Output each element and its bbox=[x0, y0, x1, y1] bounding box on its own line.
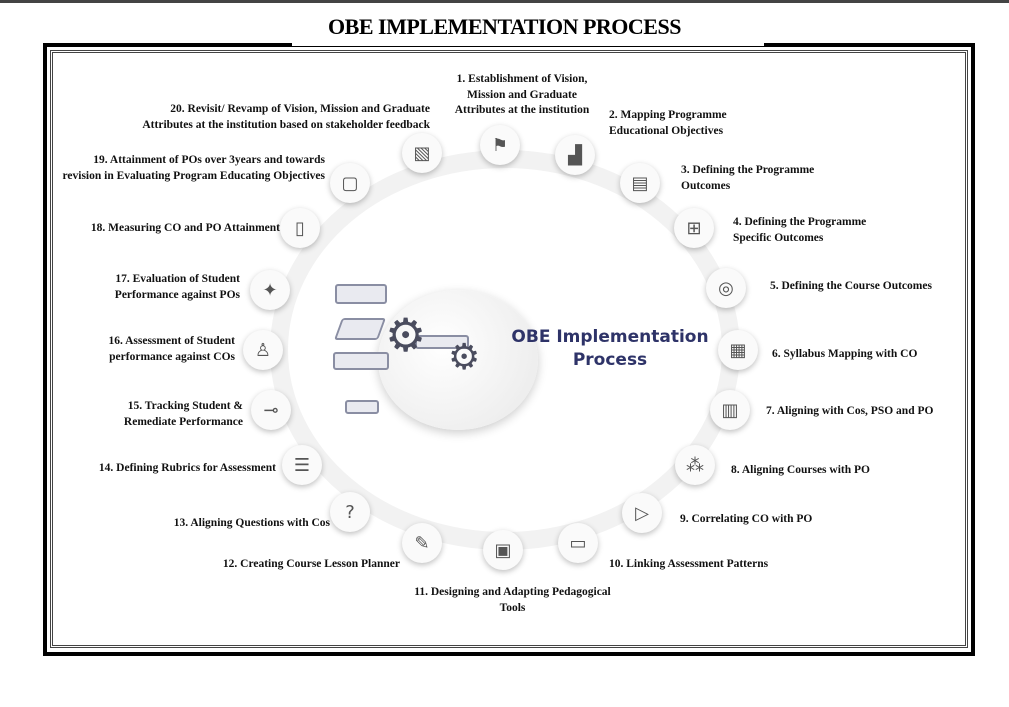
page-title: OBE IMPLEMENTATION PROCESS bbox=[328, 14, 681, 39]
step-label-12: 12. Creating Course Lesson Planner bbox=[222, 558, 400, 570]
presentation-icon: ▤ bbox=[620, 163, 660, 203]
frame-gap bbox=[292, 41, 764, 46]
step-label-10: 10. Linking Assessment Patterns bbox=[609, 558, 769, 570]
step-label-4: 4. Defining the Programme Specific Outco… bbox=[733, 216, 867, 244]
top-rule bbox=[0, 0, 1009, 3]
step-label-17: 17. Evaluation of Student Performance ag… bbox=[114, 273, 240, 301]
step-label-3: 3. Defining the Programme Outcomes bbox=[681, 164, 815, 192]
group-board-icon: ♙ bbox=[243, 330, 283, 370]
step-label-14: 14. Defining Rubrics for Assessment bbox=[98, 462, 276, 474]
flowchart-box bbox=[333, 352, 389, 370]
graduation-book-icon: ▦ bbox=[718, 330, 758, 370]
step-label-18: 18. Measuring CO and PO Attainment bbox=[90, 222, 280, 234]
tracking-icon: ⊸ bbox=[251, 390, 291, 430]
group-rating-icon: ✦ bbox=[250, 270, 290, 310]
step-label-11: 11. Designing and Adapting Pedagogical T… bbox=[414, 586, 611, 614]
device-icon: ▣ bbox=[483, 530, 523, 570]
step-label-19: 19. Attainment of POs over 3years and to… bbox=[62, 154, 325, 182]
step-label-8: 8. Aligning Courses with PO bbox=[731, 464, 870, 476]
flag-icon: ⚑ bbox=[480, 125, 520, 165]
monitor-icon: ▧ bbox=[402, 133, 442, 173]
calendar-icon: ▢ bbox=[330, 163, 370, 203]
flowchart-diamond bbox=[333, 318, 387, 340]
flowchart-box bbox=[345, 400, 379, 414]
flowchart-box bbox=[335, 284, 387, 304]
grid-icon: ⁂ bbox=[675, 445, 715, 485]
step-label-9: 9. Correlating CO with PO bbox=[680, 513, 813, 525]
step-label-20: 20. Revisit/ Revamp of Vision, Mission a… bbox=[142, 103, 430, 131]
step-label-16: 16. Assessment of Student performance ag… bbox=[108, 335, 235, 363]
gear-icon: ⚙ bbox=[448, 337, 481, 378]
open-book-icon: ▥ bbox=[710, 390, 750, 430]
center-label-line1: OBE Implementation bbox=[511, 327, 709, 347]
gear-hub bbox=[378, 290, 538, 430]
step-label-6: 6. Syllabus Mapping with CO bbox=[772, 348, 918, 360]
rubric-icon: ☰ bbox=[282, 445, 322, 485]
book-pencil-icon: ✎ bbox=[402, 523, 442, 563]
stairs-icon: ▟ bbox=[555, 135, 595, 175]
step-label-1: 1. Establishment of Vision, Mission and … bbox=[454, 73, 590, 116]
target-list-icon: ◎ bbox=[706, 268, 746, 308]
center-label: OBE Implementation Process bbox=[505, 326, 715, 372]
question-list-icon: ? bbox=[330, 492, 370, 532]
step-label-2: 2. Mapping Programme Educational Objecti… bbox=[609, 109, 727, 137]
step-label-5: 5. Defining the Course Outcomes bbox=[770, 280, 932, 292]
step-label-15: 15. Tracking Student & Remediate Perform… bbox=[123, 400, 243, 428]
document-play-icon: ▷ bbox=[622, 493, 662, 533]
flowchart-bar bbox=[415, 335, 469, 349]
meter-icon: ▯ bbox=[280, 208, 320, 248]
step-label-7: 7. Aligning with Cos, PSO and PO bbox=[766, 405, 934, 417]
gear-icon: ⚙ bbox=[385, 308, 427, 362]
center-label-line2: Process bbox=[572, 350, 648, 370]
inner-frame bbox=[50, 50, 968, 648]
screen-icon: ▭ bbox=[558, 523, 598, 563]
board-icon: ⊞ bbox=[674, 208, 714, 248]
step-label-13: 13. Aligning Questions with Cos bbox=[173, 517, 330, 529]
